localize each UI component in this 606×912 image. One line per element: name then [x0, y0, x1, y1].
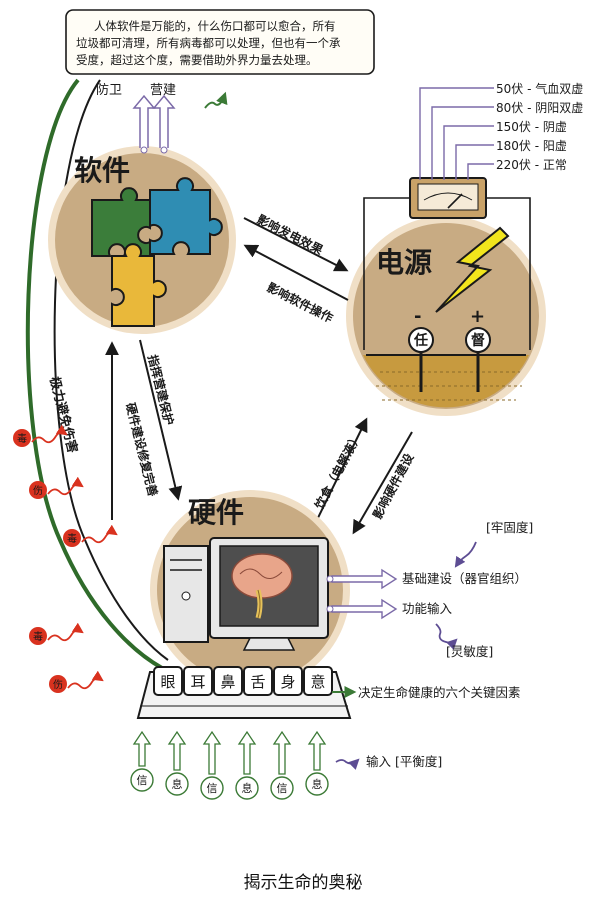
side-text: 极力避免伤害 — [46, 375, 80, 455]
keyboard-keys: 眼耳鼻舌身意 — [153, 666, 333, 696]
voltage-level-80: 80伏 - 阴阳双虚 — [496, 101, 583, 115]
label-defense: 防卫 — [96, 82, 122, 98]
power-circle: 电源 任 督 - + — [346, 216, 546, 416]
label-six-factors: 决定生命健康的六个关键因素 — [358, 685, 521, 700]
hardware-circle: 硬件 — [150, 490, 350, 690]
key-label: 耳 — [190, 673, 205, 691]
software-title: 软件 — [74, 154, 130, 187]
note-box: 人体软件是万能的，什么伤口都可以愈合，所有 垃圾都可清理，所有病毒都可以处理，但… — [65, 9, 375, 75]
key-2: 鼻 — [213, 666, 243, 696]
key-5: 意 — [303, 666, 333, 696]
label-input-balance: 输入 [平衡度] — [366, 754, 442, 769]
meridian-du: 督 — [471, 332, 485, 349]
plus-sign: + — [470, 306, 485, 327]
label-hw-to-power: 饮食（电解液） — [311, 430, 364, 512]
label-construct: 营建 — [150, 83, 176, 98]
note-line-1: 人体软件是万能的，什么伤口都可以愈合，所有 — [94, 19, 336, 33]
voltage-level-220: 220伏 - 正常 — [496, 158, 567, 172]
figure-caption: 揭示生命的奥秘 — [243, 873, 363, 893]
red-threat-4: 伤 — [49, 670, 104, 693]
label-firmness: [牢固度] — [486, 520, 533, 535]
key-label: 鼻 — [220, 673, 235, 691]
voltage-level-180: 180伏 - 阳虚 — [496, 139, 567, 153]
arrow-sw-to-hw — [139, 339, 183, 501]
label-function-input: 功能输入 — [402, 601, 453, 616]
note-line-2: 垃圾都可清理，所有病毒都可以处理，但也有一个承 — [76, 36, 341, 50]
info-bubble-4: 信 — [270, 730, 294, 800]
key-label: 眼 — [160, 673, 175, 691]
info-bubble-3: 息 — [235, 730, 259, 800]
red-threat-label: 伤 — [53, 678, 63, 691]
info-inputs: 信息信息信息 — [130, 730, 329, 800]
software-circle: 软件 — [48, 146, 236, 334]
puzzle-piece-green — [91, 187, 151, 257]
red-threat-0: 毒 — [13, 424, 68, 447]
voltage-level-150: 150伏 - 阴虚 — [496, 120, 567, 134]
voltage-level-50: 50伏 - 气血双虚 — [496, 81, 583, 96]
label-power-to-hw: 影响硬件建设 — [369, 450, 417, 521]
red-threat-label: 伤 — [33, 484, 43, 497]
arrow-sw-to-power — [243, 217, 349, 272]
red-threat-label: 毒 — [67, 532, 77, 545]
arrow-basic-construction — [331, 568, 398, 590]
arrow-power-to-hw — [352, 431, 413, 535]
label-sensitivity: [灵敏度] — [446, 644, 493, 659]
wire-left — [363, 197, 412, 350]
info-bubble-1: 息 — [165, 730, 189, 796]
label-basic-construction: 基础建设（器官组织） — [402, 571, 527, 586]
info-bubble-2: 信 — [200, 730, 224, 800]
software-output-arrows — [132, 94, 176, 154]
arrow-function-input — [331, 598, 398, 620]
info-bubble-5: 息 — [305, 730, 329, 796]
puzzle-piece-blue — [149, 177, 223, 255]
puzzle-piece-yellow — [111, 243, 167, 327]
info-bubble-label: 息 — [242, 781, 253, 795]
key-label: 意 — [310, 673, 325, 691]
note-line-3: 受度，超过这个度，需要借助外界力量去处理。 — [76, 53, 318, 67]
side-text-avoid-harm: 极力避免伤害 — [46, 375, 80, 455]
voltage-leaders — [419, 87, 494, 180]
red-threat-label: 毒 — [33, 630, 43, 643]
info-bubble-label: 信 — [137, 774, 148, 787]
arrow-hw-to-power — [311, 417, 368, 531]
info-bubble-label: 息 — [312, 777, 323, 791]
power-title: 电源 — [376, 246, 432, 279]
key-label: 舌 — [250, 673, 265, 691]
squiggle-arrow-top — [204, 91, 228, 109]
label-power-to-sw: 影响软件操作 — [265, 279, 336, 325]
wire-right — [484, 197, 531, 350]
minus-sign: - — [414, 306, 421, 327]
red-threat-label: 毒 — [17, 432, 27, 445]
lightning-bolt-icon — [435, 226, 510, 313]
label-sw-to-hw: 指挥营建保护 — [145, 353, 177, 427]
voltmeter — [409, 177, 487, 219]
info-bubble-0: 信 — [130, 730, 154, 792]
squiggle-arrow-input — [335, 758, 360, 770]
red-threat-1: 伤 — [29, 476, 84, 499]
key-label: 身 — [280, 673, 295, 691]
info-bubble-label: 信 — [207, 782, 218, 795]
info-bubble-label: 信 — [277, 782, 288, 795]
inner-black-curve — [53, 79, 169, 661]
outer-green-curve — [25, 78, 163, 670]
red-threat-3: 毒 — [29, 622, 84, 645]
key-1: 耳 — [183, 666, 213, 696]
squiggle-arrow-firmness — [454, 541, 477, 568]
squiggle-arrow-sensitivity — [435, 623, 458, 650]
red-threat-2: 毒 — [63, 524, 118, 547]
info-bubble-label: 息 — [172, 777, 183, 791]
key-0: 眼 — [153, 666, 183, 696]
arrow-power-to-sw — [243, 244, 349, 301]
voltage-levels: 50伏 - 气血双虚 80伏 - 阴阳双虚 150伏 - 阴虚 180伏 - 阳… — [496, 81, 583, 172]
key-4: 身 — [273, 666, 303, 696]
label-hw-to-sw: 硬件建设修复完善 — [123, 401, 161, 498]
meridian-ren: 任 — [413, 332, 428, 349]
hardware-title: 硬件 — [188, 496, 244, 529]
key-3: 舌 — [243, 666, 273, 696]
label-sw-to-power: 影响发电效果 — [255, 211, 326, 257]
